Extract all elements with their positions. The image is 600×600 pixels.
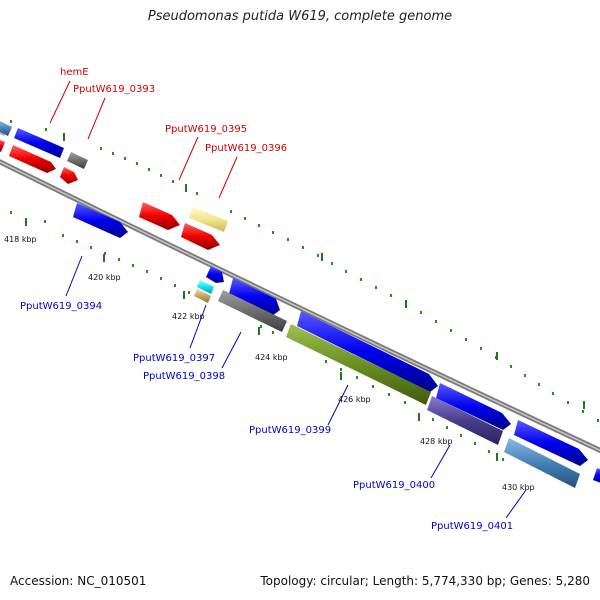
dotted-row-outer [10,120,599,422]
gene-arrow [73,203,128,238]
gene-labels: hemE PputW619_0393 PputW619_0395 PputW61… [20,67,513,532]
gene-arrow [593,468,600,483]
gene-arrow [9,145,56,173]
gene-arrows [0,121,600,488]
map-title: Pseudomonas putida W619, complete genome [147,9,453,24]
tick-label: 422 kbp [172,312,205,321]
tick-label: 428 kbp [420,437,453,446]
leader-lines [49,80,527,519]
gene-arrow [194,289,211,303]
gene-arrow [229,278,280,316]
gene-arrow [286,324,431,405]
gene-label-pputw619-0398[interactable]: PputW619_0398 [143,371,225,382]
gene-arrow [0,121,12,136]
gene-arrow [197,280,214,294]
genome-backbone [0,159,600,454]
tick-label: 424 kbp [255,353,288,362]
dotted-row-inner [10,211,504,461]
gene-arrow [206,266,224,283]
topology-text: Topology: circular; Length: 5,774,330 bp… [260,574,590,588]
gene-arrow [60,167,78,184]
gene-arrow [514,420,588,466]
gene-label-pputw619-0393[interactable]: PputW619_0393 [73,84,155,95]
gene-label-pputw619-0394[interactable]: PputW619_0394 [20,301,102,312]
accession-text: Accession: NC_010501 [10,574,147,588]
tick-label: 418 kbp [4,235,37,244]
gene-label-pputw619-0397[interactable]: PputW619_0397 [133,353,215,364]
gene-arrow [427,396,503,445]
dotted-row-outer-long [63,133,585,409]
gene-label-hemE[interactable]: hemE [60,67,89,78]
tick-label: 420 kbp [88,273,121,282]
gene-label-pputw619-0399[interactable]: PputW619_0399 [249,425,331,436]
tick-label: 426 kbp [338,395,371,404]
gene-arrow [504,438,580,488]
gene-label-pputw619-0396[interactable]: PputW619_0396 [205,143,287,154]
gene-arrow [297,311,438,392]
gene-arrow [181,223,220,250]
kbp-ticks: 418 kbp 420 kbp 422 kbp 424 kbp 426 kbp … [4,235,535,492]
gene-arrow [189,207,228,232]
gene-arrow [67,152,88,169]
gene-arrow [436,383,511,430]
tick-label: 430 kbp [502,483,535,492]
gene-label-pputw619-0400[interactable]: PputW619_0400 [353,480,435,491]
gene-label-pputw619-0395[interactable]: PputW619_0395 [165,124,247,135]
gene-arrow [0,140,5,152]
gene-arrow [218,290,287,332]
gene-label-pputw619-0401[interactable]: PputW619_0401 [431,521,513,532]
gene-arrow [139,202,180,230]
dotted-row-inner-long [25,218,498,461]
gene-arrow [14,128,64,158]
